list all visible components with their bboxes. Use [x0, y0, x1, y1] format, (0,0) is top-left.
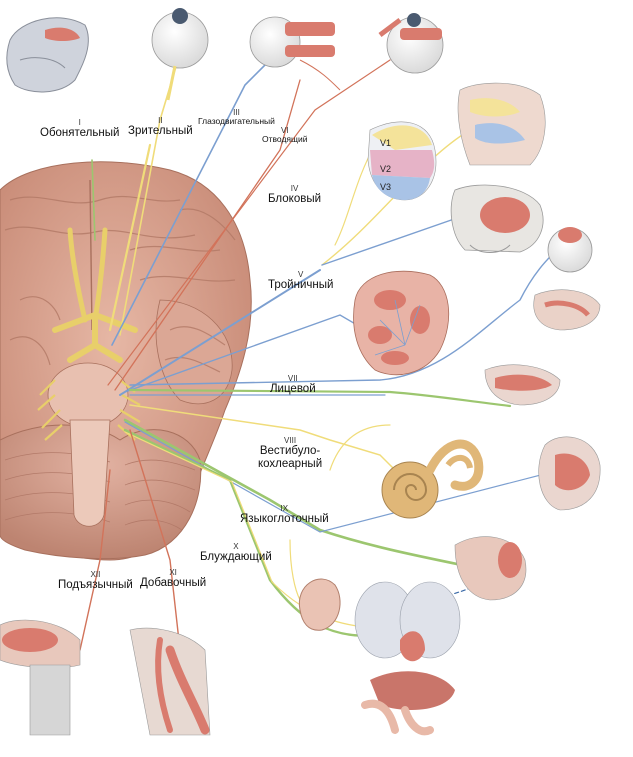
branch-label-v2: V2 [380, 164, 391, 174]
pharynx-illustration [454, 536, 527, 601]
neck-muscles-illustration [129, 627, 211, 736]
skull-masseter-illustration [450, 184, 544, 253]
tongue-illustration [484, 364, 561, 406]
trigeminal-face-illustration [367, 121, 437, 201]
trigeminal-branch-labels: V1 V2 V3 [380, 138, 391, 192]
eye-muscles-illustration [249, 16, 341, 91]
branch-label-v3: V3 [380, 182, 391, 192]
tongue-hypoglossal-illustration [0, 619, 81, 736]
external-ear-illustration [298, 578, 341, 631]
nasal-cavity-illustration [6, 17, 89, 93]
lacrimal-eye-illustration [547, 227, 593, 273]
face-muscles-illustration [353, 270, 450, 376]
visceral-organs-illustration [354, 581, 461, 736]
inner-ear-illustration [381, 439, 484, 519]
head-sagittal-illustration [457, 82, 546, 166]
eye-optic-illustration [151, 8, 209, 101]
branch-label-v1: V1 [380, 138, 391, 148]
eye-oblique-illustration [378, 13, 444, 74]
ear-parotid-illustration [538, 436, 601, 511]
salivary-illustration [533, 289, 601, 331]
